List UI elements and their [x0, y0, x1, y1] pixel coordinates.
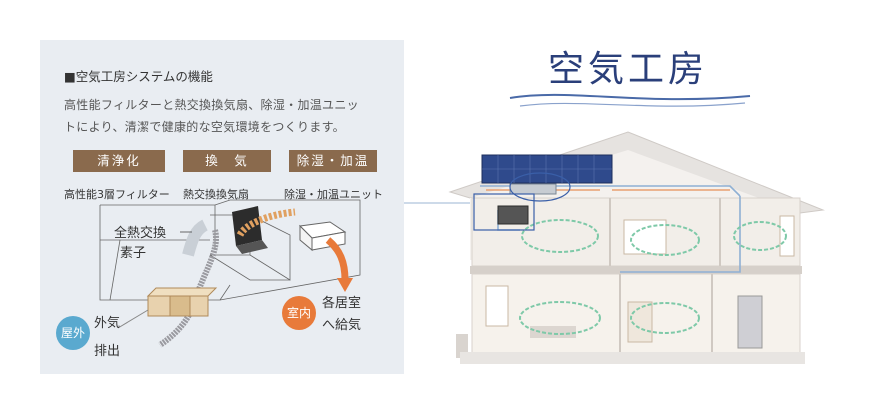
panel-heading: ■空気工房システムの機能: [64, 69, 213, 84]
label-outside-air: 外気: [94, 316, 121, 331]
supply-arrow-head: [337, 278, 353, 292]
badge-dehumidify-heat: 除湿・加温: [289, 150, 377, 172]
elevator: [737, 295, 763, 349]
unit-box-outline: [99, 199, 361, 301]
brand-title: 空気工房: [548, 49, 709, 90]
brand-wave-1: [509, 93, 751, 101]
label-filter: 高性能3層フィルター: [64, 188, 170, 201]
label-rooms-line-2: へ給気: [322, 318, 362, 333]
window-lower: [485, 285, 509, 327]
brand-wave-2: [519, 102, 746, 107]
sofa: [530, 326, 576, 338]
badge-ventilation: 換 気: [183, 150, 271, 172]
system-info-panel: [40, 40, 404, 374]
label-element-line-1: 全熱交換: [114, 226, 167, 241]
outdoor-circle: 屋外: [56, 316, 90, 350]
label-heat-exchange-fan: 熱交換換気扇: [183, 188, 249, 201]
house-illustration: [448, 131, 825, 364]
filter-blocks: [146, 287, 218, 317]
highlight-box: [473, 193, 535, 231]
label-element-line-2: 素子: [120, 246, 147, 261]
outside-air-arrow: [117, 309, 149, 329]
ground: [460, 352, 805, 364]
heat-exchange-element: [232, 206, 268, 254]
panel-description-line-1: 高性能フィルターと熱交換換気扇、除湿・加温ユニッ: [64, 98, 359, 112]
supply-arrow: [325, 237, 349, 281]
airflow-arrows: [519, 219, 787, 335]
label-rooms-line-1: 各居室: [322, 296, 362, 311]
ventilation-unit: [509, 183, 557, 195]
panel-description-line-2: トにより、清潔で健康的な空気環境をつくります。: [64, 120, 345, 134]
window-upper: [623, 219, 667, 255]
indoor-circle: 室内: [282, 296, 316, 330]
floor-slab: [470, 266, 802, 274]
highlight-ring-1: [509, 172, 571, 202]
indoor-unit: [497, 205, 529, 225]
label-exhaust: 排出: [94, 344, 121, 359]
badge-purification: 清浄化: [73, 150, 165, 172]
label-dehumidify-unit: 除湿・加温ユニット: [284, 188, 383, 201]
intake-duct: [182, 219, 209, 257]
